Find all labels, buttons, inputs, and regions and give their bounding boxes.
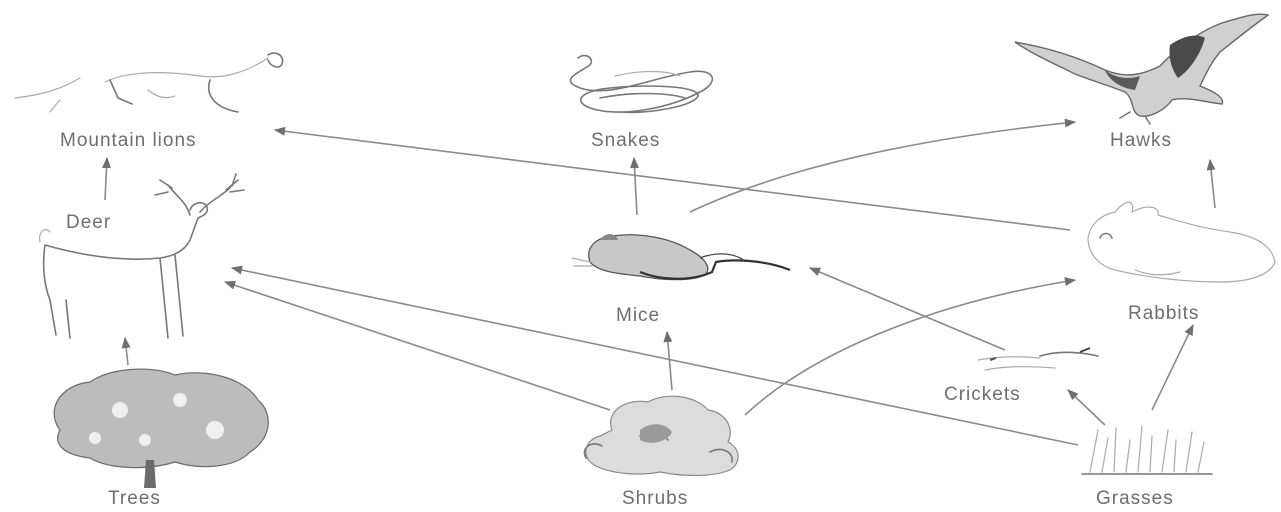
crickets-illustration	[978, 348, 1098, 370]
arrow-grasses-to-crickets	[1068, 390, 1105, 425]
deer-illustration	[40, 174, 244, 338]
label-hawks: Hawks	[1110, 130, 1172, 152]
rabbit-illustration	[1088, 202, 1275, 282]
hawk-illustration	[1015, 14, 1268, 124]
tree-illustration	[54, 369, 268, 488]
arrows	[105, 122, 1215, 445]
arrow-grasses-to-rabbits	[1152, 325, 1193, 410]
label-grasses: Grasses	[1096, 488, 1174, 510]
arrow-mice-to-snakes	[634, 158, 637, 215]
arrow-shrubs-to-mice	[667, 332, 672, 390]
label-crickets: Crickets	[944, 384, 1021, 406]
grasses-illustration	[1082, 426, 1212, 474]
arrow-crickets-to-mice	[810, 268, 1005, 350]
shrubs-illustration	[584, 396, 738, 475]
label-snakes: Snakes	[591, 130, 660, 152]
label-mountain-lions: Mountain lions	[60, 130, 197, 152]
label-shrubs: Shrubs	[622, 488, 688, 510]
mountain-lion-illustration	[15, 53, 283, 112]
snake-illustration	[570, 56, 712, 113]
arrow-shrubs-to-deer	[225, 282, 610, 410]
arrow-trees-to-deer	[125, 338, 128, 365]
arrow-rabbits-to-hawks	[1210, 160, 1215, 208]
label-rabbits: Rabbits	[1128, 303, 1199, 325]
arrow-mice-to-hawks	[690, 122, 1075, 212]
mouse-illustration	[572, 234, 790, 280]
arrow-deer-to-mountain-lions	[105, 158, 107, 200]
label-deer: Deer	[66, 212, 111, 234]
label-trees: Trees	[108, 488, 161, 510]
arrow-shrubs-to-rabbits	[745, 280, 1075, 415]
label-mice: Mice	[616, 305, 660, 327]
arrow-rabbits-to-mountain-lions	[275, 130, 1070, 230]
